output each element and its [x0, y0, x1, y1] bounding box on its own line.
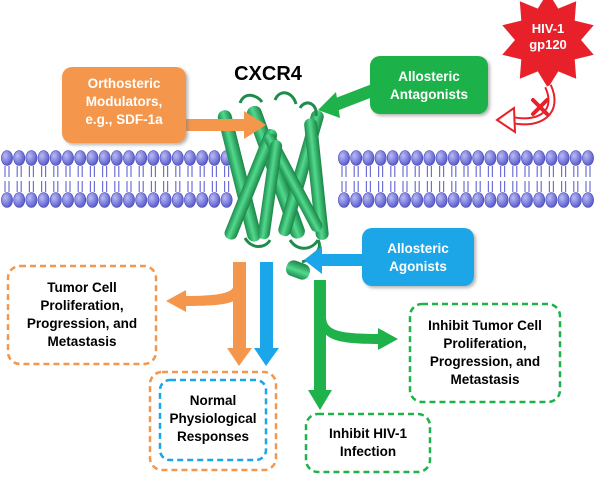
orthosteric-signaling-arrows — [166, 262, 252, 366]
diagram-title: CXCR4 — [234, 63, 303, 85]
allosteric-antagonists-box — [370, 56, 488, 114]
inhibit-hiv-line1: Inhibit HIV-1 — [329, 426, 407, 441]
tumor-line4: Metastasis — [47, 334, 116, 349]
inhibit-tumor-line4: Metastasis — [450, 372, 519, 387]
agonist-arrow — [304, 246, 364, 274]
tumor-line2: Proliferation, — [40, 298, 123, 313]
inhibit-tumor-line2: Proliferation, — [443, 336, 526, 351]
block-x-icon — [531, 98, 549, 116]
hiv-label-line1: HIV-1 — [532, 21, 565, 36]
inhibit-tumor-outcome-box — [408, 302, 562, 404]
orthosteric-modulators-box — [62, 67, 186, 143]
orthosteric-line1: Orthosteric — [88, 76, 161, 91]
cxcr4-receptor-structure — [217, 91, 329, 280]
antagonist-arrow — [318, 84, 378, 118]
normal-line2: Physiological — [169, 411, 256, 426]
tumor-cell-outcome-box — [6, 264, 158, 366]
normal-responses-outer-box — [148, 370, 278, 472]
inhibit-hiv-outcome-box — [304, 412, 432, 474]
inhibit-hiv-line2: Infection — [340, 444, 396, 459]
inhibit-tumor-line3: Progression, and — [430, 354, 540, 369]
tumor-line3: Progression, and — [27, 316, 137, 331]
cell-membrane-right — [338, 150, 594, 208]
antagonists-line1: Allosteric — [398, 69, 460, 84]
agonists-line1: Allosteric — [387, 241, 449, 256]
agonist-signaling-arrow — [254, 262, 279, 366]
antagonists-line2: Antagonists — [390, 87, 468, 102]
antagonist-signaling-arrows — [308, 280, 398, 410]
hiv-label-line2: gp120 — [529, 37, 567, 52]
cell-membrane-left — [1, 150, 233, 208]
orthosteric-line3: e.g., SDF-1a — [85, 112, 163, 127]
normal-line1: Normal — [190, 393, 237, 408]
agonists-line2: Agonists — [389, 259, 447, 274]
normal-line3: Responses — [177, 429, 249, 444]
allosteric-agonists-box — [362, 228, 474, 286]
orthosteric-line2: Modulators, — [86, 94, 163, 109]
orthosteric-arrow — [186, 111, 266, 139]
normal-responses-inner-box — [158, 378, 268, 462]
hiv-gp120-star-icon — [502, 0, 594, 88]
tumor-line1: Tumor Cell — [47, 280, 117, 295]
inhibit-tumor-line1: Inhibit Tumor Cell — [428, 318, 542, 333]
